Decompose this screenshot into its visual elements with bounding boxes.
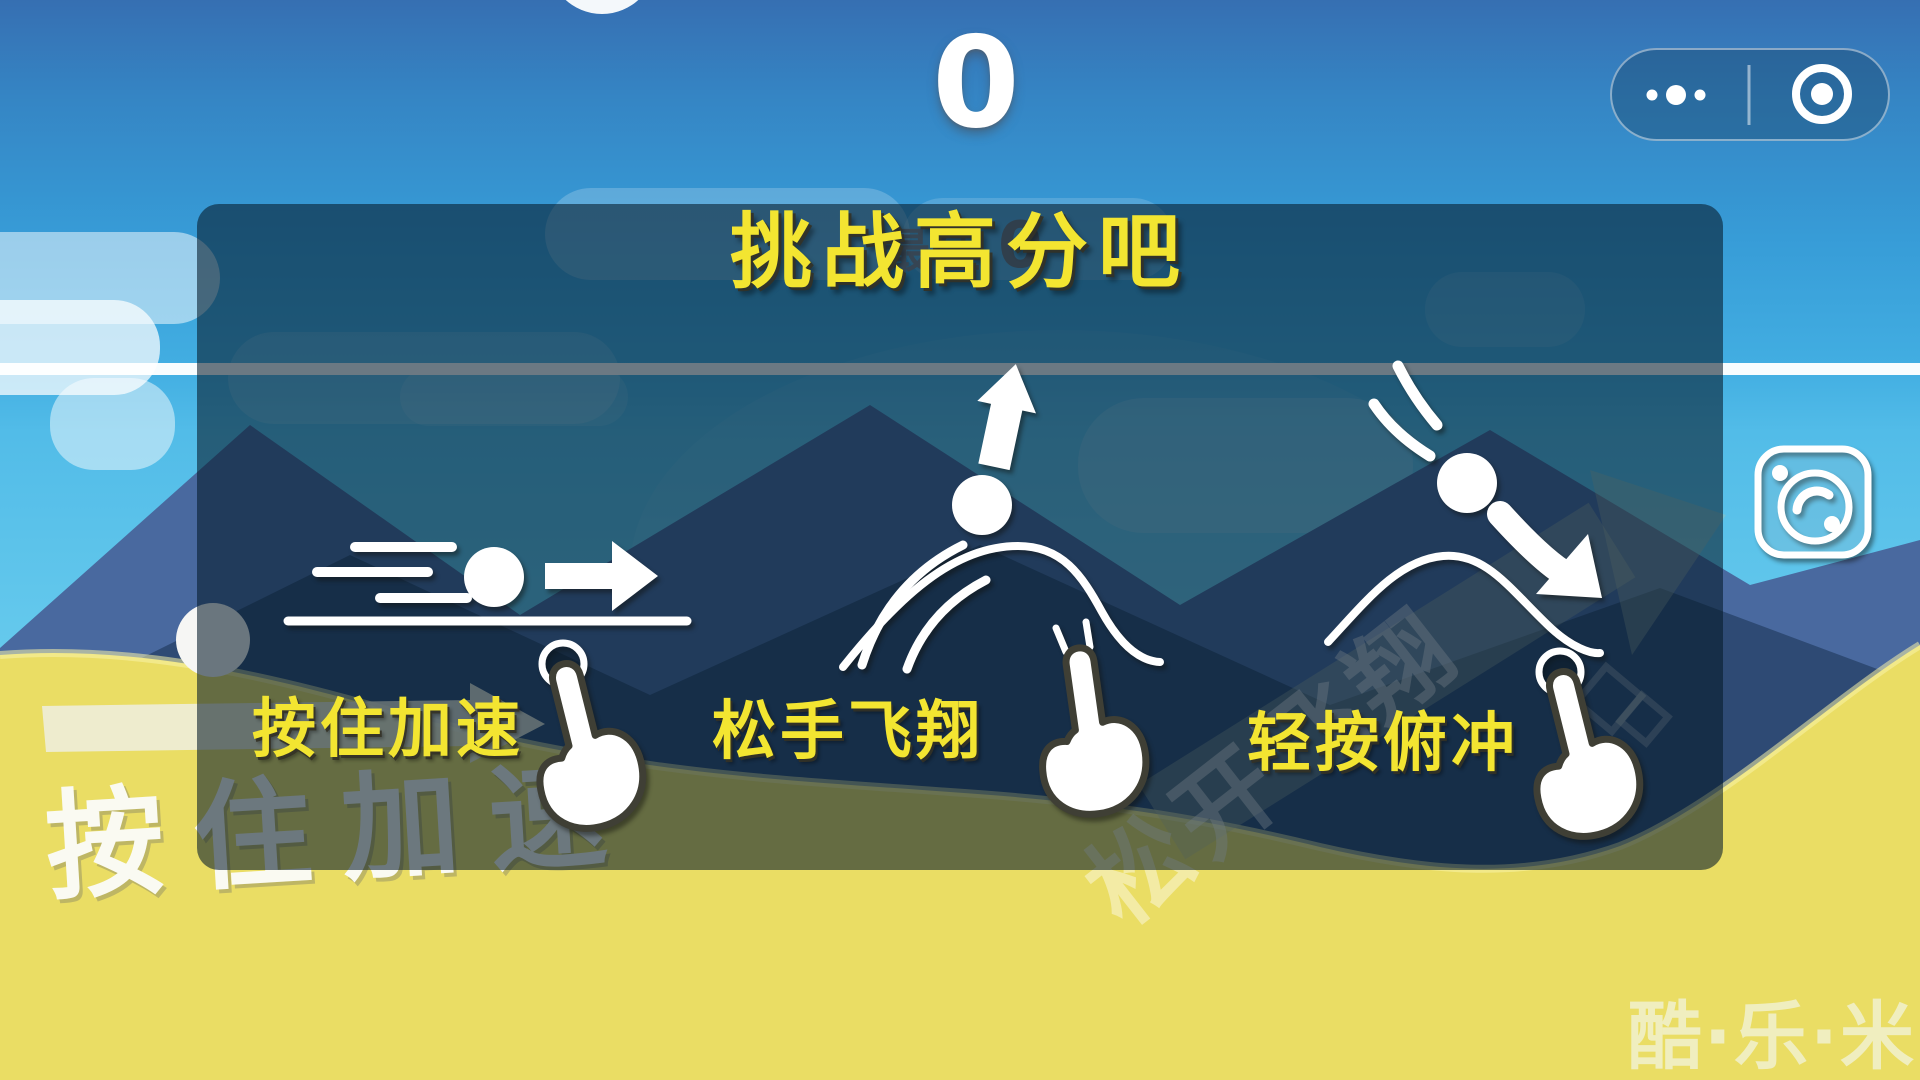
instruction-label-dive: 轻按俯冲 [1247, 707, 1519, 781]
watermark: 酷·乐·米 [1627, 994, 1916, 1080]
more-menu-icon[interactable] [1646, 85, 1706, 105]
exit-record-icon[interactable] [1792, 64, 1852, 124]
instruction-label-hold: 按住加速 [252, 693, 524, 767]
tutorial-title: 挑战高分吧 [729, 205, 1190, 300]
instruction-label-release: 松手飞翔 [712, 695, 984, 769]
camera-icon [1754, 445, 1872, 559]
sun-icon [565, 0, 639, 14]
tap-hand-icon [1533, 668, 1644, 840]
release-ticks-icon [1052, 618, 1094, 656]
speed-lines-ball-right-arrow-icon [283, 541, 692, 626]
press-hand-icon [536, 660, 647, 832]
release-hand-icon [1039, 644, 1150, 818]
miniprogram-capsule [1610, 48, 1890, 141]
score-value: 0 [932, 9, 1020, 156]
tutorial-overlay-panel[interactable] [197, 204, 1723, 870]
ball-dive-down-arrow-icon [1324, 360, 1604, 658]
camera-button[interactable] [1753, 444, 1873, 560]
ball-launch-up-arrow-icon [839, 364, 1164, 674]
